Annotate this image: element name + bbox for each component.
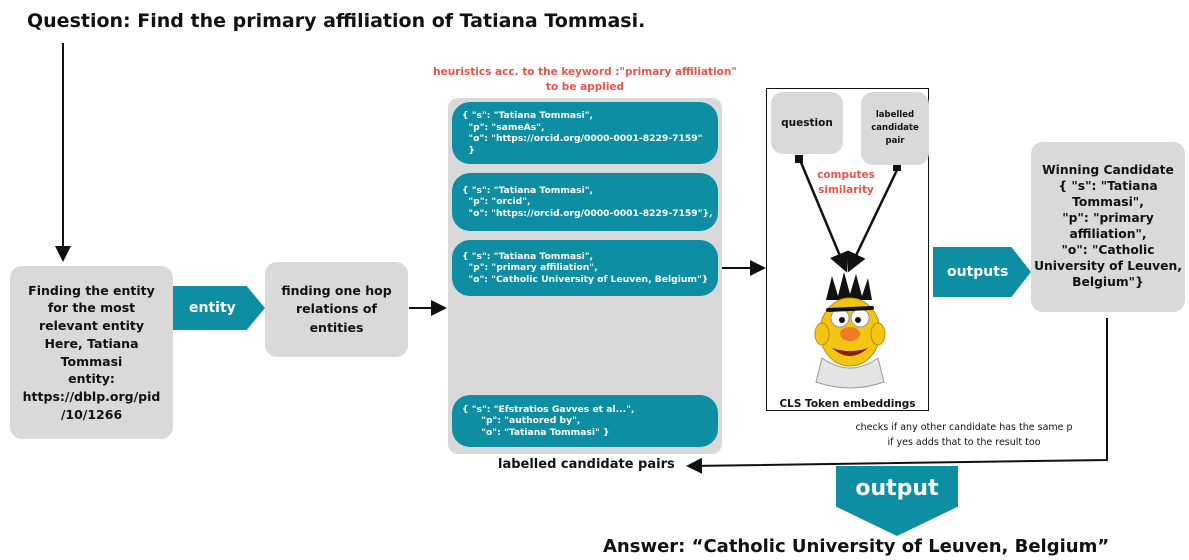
output-arrow-label: output xyxy=(855,476,939,501)
outputs-arrow-label: outputs xyxy=(947,264,1009,280)
winning-candidate-box: Winning Candidate { "s": "Tatiana Tommas… xyxy=(1031,142,1185,312)
candidate-pair-authored-by: { "s": "Efstratios Gavves et al...", "p"… xyxy=(452,395,718,447)
heuristics-note: heuristics acc. to the keyword :"primary… xyxy=(433,66,737,94)
entity-arrow: entity xyxy=(173,286,265,330)
question-title: Question: Find the primary affiliation o… xyxy=(27,10,646,32)
labelled-candidate-pair-node: labelled candidate pair xyxy=(861,92,929,165)
check-note: checks if any other candidate has the sa… xyxy=(855,422,1073,449)
entity-finding-box: Finding the entity for the most relevant… xyxy=(10,266,173,439)
candidate-pair-primary-affiliation: { "s": "Tatiana Tommasi", "p": "primary … xyxy=(452,240,718,296)
question-node: question xyxy=(771,92,843,154)
computes-similarity-note: computes similarity xyxy=(817,169,875,196)
candidate-pair-sameas: { "s": "Tatiana Tommasi", "p": "sameAs",… xyxy=(452,102,718,164)
outputs-arrow: outputs xyxy=(933,247,1031,297)
answer-text: Answer: “Catholic University of Leuven, … xyxy=(603,536,1110,557)
candidate-pair-orcid: { "s": "Tatiana Tommasi", "p": "orcid", … xyxy=(452,173,718,231)
cls-panel xyxy=(766,88,929,411)
cls-caption: CLS Token embeddings xyxy=(779,398,916,410)
entity-arrow-label: entity xyxy=(189,300,236,316)
candidates-label: labelled candidate pairs xyxy=(498,457,675,472)
bert-character-icon xyxy=(814,272,886,389)
one-hop-relations-box: finding one hop relations of entities xyxy=(265,262,408,357)
